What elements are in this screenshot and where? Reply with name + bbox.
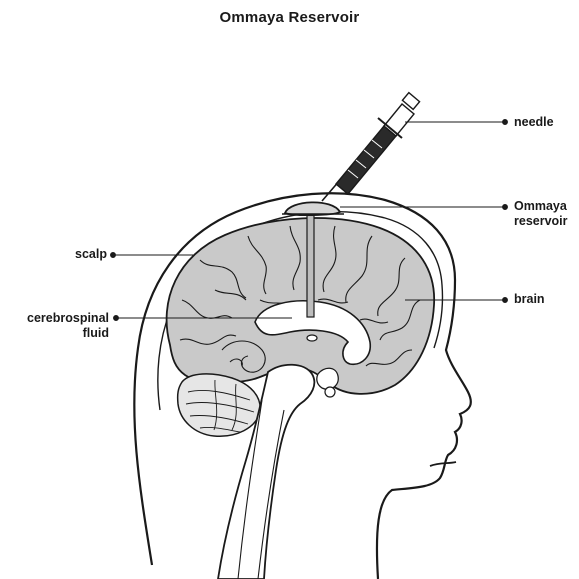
catheter — [307, 215, 314, 317]
needle-label: needle — [514, 115, 554, 130]
csf-label-line1: cerebrospinal — [6, 311, 109, 326]
brain-label: brain — [514, 292, 545, 307]
pituitary — [317, 368, 338, 389]
pituitary-gland — [325, 387, 335, 397]
scalp-label: scalp — [40, 247, 107, 262]
third-ventricle — [307, 335, 317, 341]
cerebrospinal-fluid-label: cerebrospinal fluid — [6, 311, 109, 341]
needle-syringe — [322, 93, 420, 201]
ommaya-reservoir-label: Ommaya reservoir — [514, 199, 568, 229]
ommaya-reservoir-label-line1: Ommaya — [514, 199, 568, 214]
csf-label-line2: fluid — [6, 326, 109, 341]
ommaya-reservoir-label-line2: reservoir — [514, 214, 568, 229]
